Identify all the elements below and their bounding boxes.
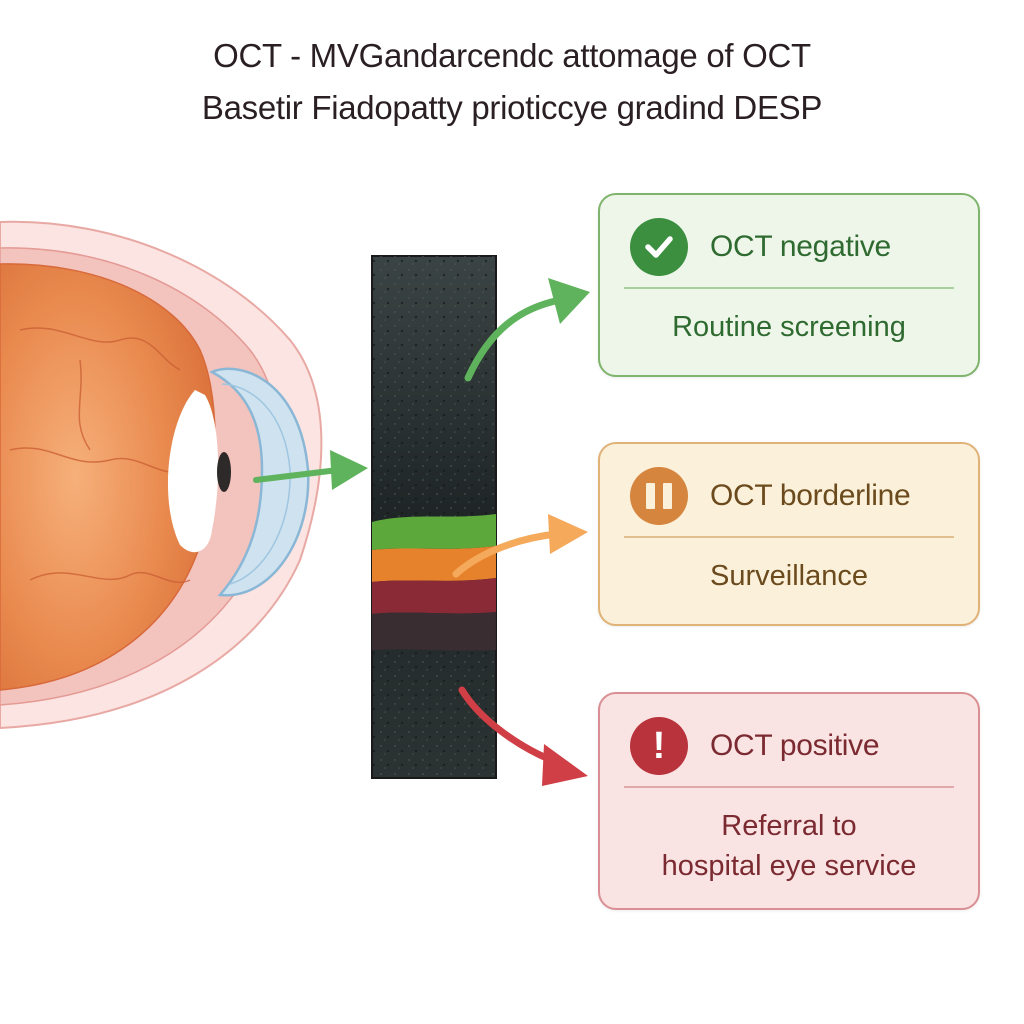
outcome-card-negative: OCT negative Routine screening <box>598 193 980 377</box>
cornea <box>167 390 219 553</box>
exclamation-icon: ! <box>630 717 688 775</box>
arrow-to-negative <box>464 278 590 382</box>
scan-layer-green <box>372 514 496 550</box>
pause-icon <box>630 467 688 525</box>
card-header: OCT negative <box>630 217 958 277</box>
title-line-1: OCT - MVGandarcendc attomage of OCT <box>213 37 811 74</box>
outcome-label: OCT borderline <box>710 479 911 512</box>
outcome-action-line-2: hospital eye service <box>661 850 917 882</box>
retinal-vessels <box>9 327 191 583</box>
card-header: OCT borderline <box>630 466 958 526</box>
outcome-card-positive: ! OCT positive Referral to hospital eye … <box>598 692 980 910</box>
pupil <box>217 452 231 492</box>
outcome-action-line-1: Referral to <box>721 810 857 842</box>
outcome-action: Routine screening <box>672 311 906 343</box>
outcome-action: Surveillance <box>710 560 868 592</box>
outcome-card-borderline: OCT borderline Surveillance <box>598 442 980 626</box>
scan-layer-red <box>372 578 496 614</box>
scan-layer-orange <box>372 546 496 582</box>
check-icon <box>630 218 688 276</box>
lens <box>209 367 310 597</box>
divider <box>624 287 954 289</box>
arrow-eye-to-scan <box>253 450 368 490</box>
outcome-action: Referral to hospital eye service <box>600 806 978 886</box>
eye-illustration <box>0 220 323 730</box>
arrow-to-borderline <box>452 514 588 578</box>
scan-layer-dark <box>372 612 496 651</box>
outcome-label: OCT negative <box>710 230 891 263</box>
outcome-label: OCT positive <box>710 729 880 762</box>
divider <box>624 786 954 788</box>
arrow-to-positive <box>458 686 588 786</box>
oct-scan-image <box>371 255 497 779</box>
card-header: ! OCT positive <box>630 716 958 776</box>
title-line-2: Basetir Fiadopatty prioticcye gradind DE… <box>201 89 823 126</box>
divider <box>624 536 954 538</box>
diagram-title: OCT - MVGandarcendc attomage of OCT Base… <box>0 30 1024 134</box>
